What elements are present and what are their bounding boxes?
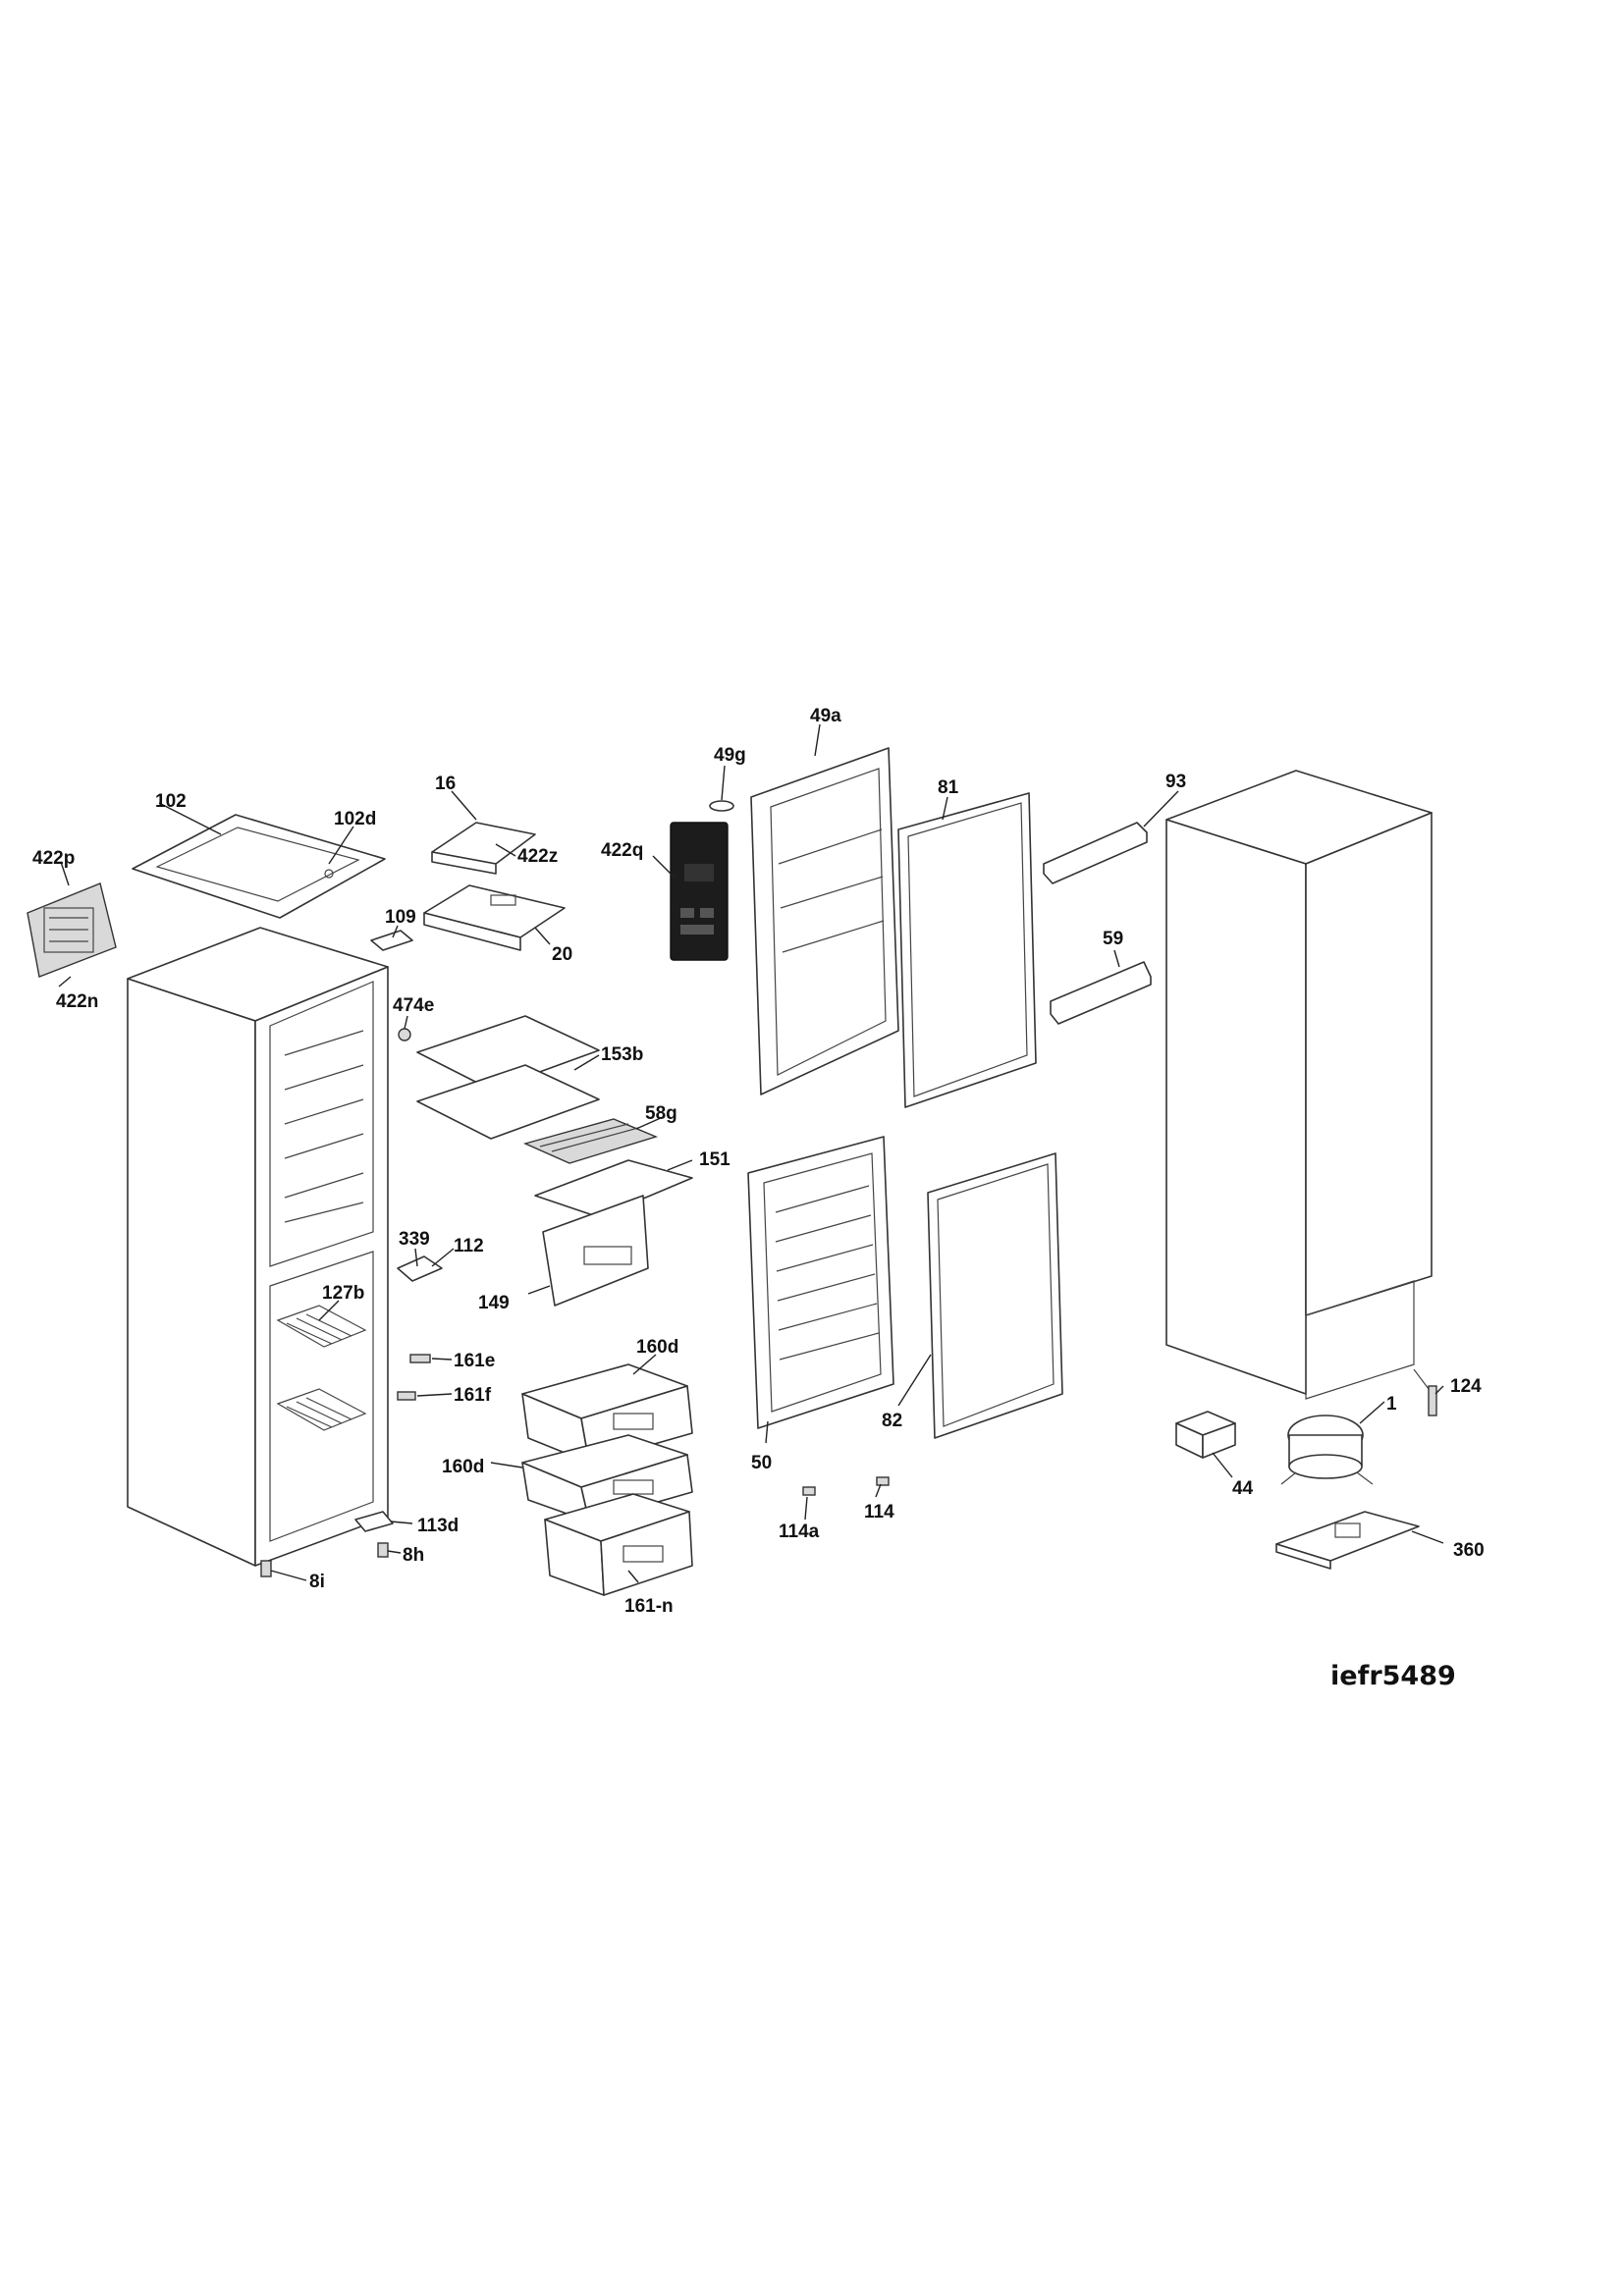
label-102d: 102d <box>334 809 376 829</box>
label-8i: 8i <box>309 1572 325 1592</box>
valve-474e-part <box>398 1028 411 1041</box>
bottle-rack-58g-part <box>522 1118 659 1164</box>
label-149: 149 <box>478 1293 510 1313</box>
label-422n: 422n <box>56 991 98 1012</box>
diagram-code: iefr5489 <box>1330 1661 1456 1691</box>
fridge-door-gasket-part <box>897 792 1037 1108</box>
gasket-ring-49g-part <box>709 800 734 812</box>
label-161e: 161e <box>454 1351 495 1371</box>
door-stop-114-part <box>876 1476 890 1486</box>
relay-box-44-part <box>1175 1411 1236 1459</box>
label-93: 93 <box>1165 772 1186 792</box>
thermostat-124-part <box>1413 1368 1437 1416</box>
handle-161e-part <box>409 1354 431 1363</box>
label-49a: 49a <box>810 706 841 726</box>
label-50: 50 <box>751 1453 772 1473</box>
label-58g: 58g <box>645 1103 677 1124</box>
label-114: 114 <box>864 1502 894 1522</box>
label-82: 82 <box>882 1411 902 1431</box>
label-160d-top: 160d <box>636 1337 678 1358</box>
label-422z: 422z <box>517 846 558 867</box>
label-127b: 127b <box>322 1283 364 1304</box>
top-cover-part <box>132 814 386 919</box>
label-109: 109 <box>385 907 416 928</box>
base-plate-360-part <box>1275 1511 1420 1570</box>
label-113d: 113d <box>417 1516 459 1536</box>
freezer-door-part <box>747 1136 894 1429</box>
label-422q: 422q <box>601 840 643 861</box>
label-44: 44 <box>1232 1478 1254 1499</box>
foot-8h-part <box>377 1542 389 1558</box>
lamp-cover-part <box>431 822 536 875</box>
crisper-cover-151-part <box>534 1159 693 1218</box>
freezer-door-gasket-part <box>927 1152 1063 1439</box>
label-16: 16 <box>435 774 456 794</box>
compressor-1-part <box>1280 1415 1374 1485</box>
cabinet-body <box>127 927 389 1567</box>
handle-161f-part <box>397 1391 416 1401</box>
label-153b: 153b <box>601 1044 643 1065</box>
label-339: 339 <box>399 1229 430 1250</box>
glass-shelf-153b-part <box>416 1015 600 1140</box>
leader-lines <box>58 723 1444 1583</box>
door-shelf-lower-part <box>1050 961 1152 1025</box>
label-161-n: 161-n <box>624 1596 674 1617</box>
door-shelf-upper-part <box>1043 822 1148 884</box>
light-housing-part <box>423 884 566 951</box>
label-102: 102 <box>155 791 187 812</box>
label-81: 81 <box>938 777 959 798</box>
hinge-112-part <box>397 1255 443 1282</box>
label-360: 360 <box>1453 1540 1485 1561</box>
fridge-door-part <box>750 747 899 1095</box>
label-161f: 161f <box>454 1385 492 1406</box>
label-8h: 8h <box>403 1545 424 1566</box>
label-124: 124 <box>1450 1376 1482 1397</box>
freezer-wire-shelf-lower <box>276 1388 367 1431</box>
foot-8i-part <box>260 1560 272 1577</box>
freezer-wire-shelf-upper <box>276 1305 367 1348</box>
bottom-hinge-113d-part <box>354 1511 394 1532</box>
bracket-109-part <box>370 930 413 951</box>
part-labels: 102 102d 422p 422n 16 422z 20 109 422q 4… <box>32 706 1485 1617</box>
crisper-drawer-149-part <box>542 1195 649 1307</box>
label-151: 151 <box>699 1149 730 1170</box>
label-20: 20 <box>552 944 572 965</box>
control-panel-part <box>670 822 729 961</box>
label-59: 59 <box>1103 929 1123 949</box>
label-422p: 422p <box>32 848 75 869</box>
door-stop-114a-part <box>802 1486 816 1496</box>
outer-cabinet-part <box>1165 770 1433 1400</box>
fan-unit-part <box>27 882 117 978</box>
label-114a: 114a <box>779 1522 820 1542</box>
freezer-drawer-bottom-part <box>544 1493 693 1596</box>
label-49g: 49g <box>714 745 746 766</box>
label-112: 112 <box>454 1236 484 1256</box>
label-1: 1 <box>1386 1394 1397 1415</box>
label-474e: 474e <box>393 995 434 1016</box>
label-160d-left: 160d <box>442 1457 484 1477</box>
